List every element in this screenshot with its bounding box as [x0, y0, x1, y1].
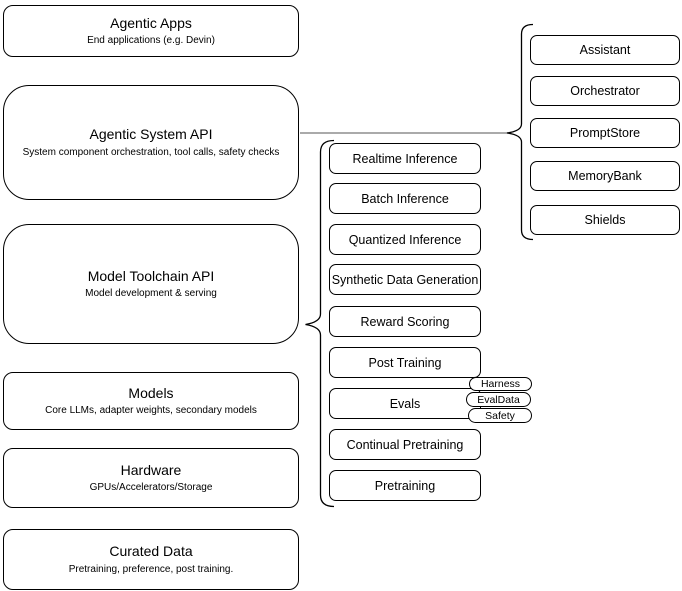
evals-box: Evals	[329, 388, 481, 419]
agentic-apps-box: Agentic Apps End applications (e.g. Devi…	[3, 5, 299, 57]
curated-data-box: Curated Data Pretraining, preference, po…	[3, 529, 299, 590]
assistant-box: Assistant	[530, 35, 680, 65]
continual-pretraining-box: Continual Pretraining	[329, 429, 481, 460]
agentic-apps-title: Agentic Apps	[110, 14, 192, 31]
hardware-box: Hardware GPUs/Accelerators/Storage	[3, 448, 299, 508]
harness-pill: Harness	[469, 377, 532, 391]
realtime-inference-box: Realtime Inference	[329, 143, 481, 174]
synthetic-data-generation-box: Synthetic Data Generation	[329, 264, 481, 295]
agentic-system-api-title: Agentic System API	[89, 126, 213, 143]
shields-box: Shields	[530, 205, 680, 235]
agentic-apps-subtitle: End applications (e.g. Devin)	[87, 35, 215, 47]
hardware-title: Hardware	[120, 461, 182, 478]
curated-data-subtitle: Pretraining, preference, post training.	[68, 563, 234, 575]
reward-scoring-box: Reward Scoring	[329, 306, 481, 337]
hardware-subtitle: GPUs/Accelerators/Storage	[89, 482, 213, 494]
safety-pill: Safety	[468, 408, 532, 423]
models-subtitle: Core LLMs, adapter weights, secondary mo…	[45, 405, 257, 417]
quantized-inference-box: Quantized Inference	[329, 224, 481, 255]
models-title: Models	[128, 384, 174, 401]
model-toolchain-api-box: Model Toolchain API Model development & …	[3, 224, 299, 344]
memorybank-box: MemoryBank	[530, 161, 680, 191]
evaldata-pill: EvalData	[466, 392, 531, 407]
model-toolchain-api-title: Model Toolchain API	[87, 267, 215, 284]
batch-inference-box: Batch Inference	[329, 183, 481, 214]
curated-data-title: Curated Data	[109, 543, 193, 560]
pretraining-box: Pretraining	[329, 470, 481, 501]
model-toolchain-api-subtitle: Model development & serving	[85, 288, 217, 300]
post-training-box: Post Training	[329, 347, 481, 378]
agentic-system-api-subtitle: System component orchestration, tool cal…	[22, 146, 280, 158]
orchestrator-box: Orchestrator	[530, 76, 680, 106]
models-box: Models Core LLMs, adapter weights, secon…	[3, 372, 299, 430]
promptstore-box: PromptStore	[530, 118, 680, 148]
agentic-system-api-box: Agentic System API System component orch…	[3, 85, 299, 200]
